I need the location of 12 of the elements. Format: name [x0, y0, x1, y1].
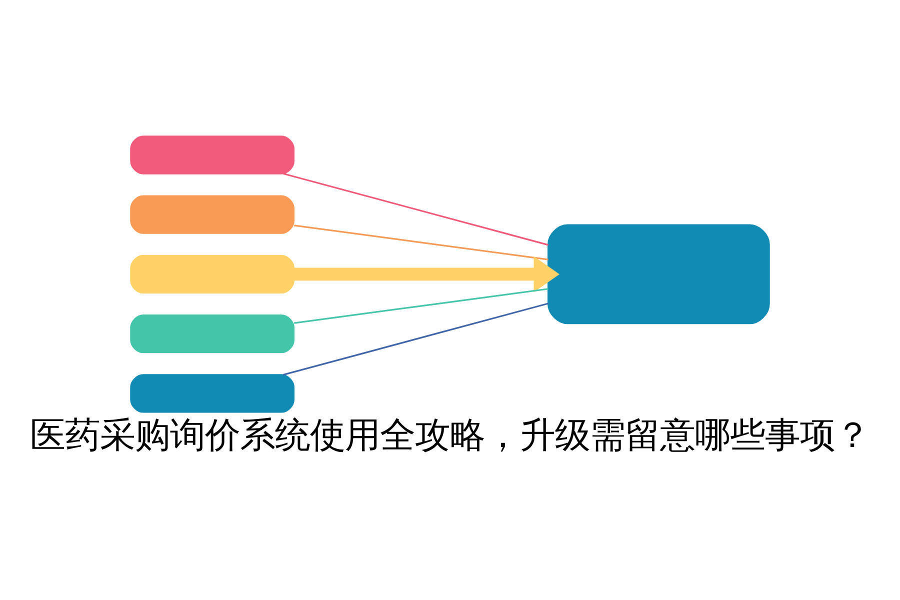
node-box — [548, 224, 770, 324]
connector — [282, 302, 548, 376]
node-box — [130, 195, 294, 234]
node-box — [130, 254, 294, 294]
connector — [282, 172, 548, 246]
arrow — [294, 256, 560, 292]
node-box — [130, 314, 294, 354]
caption: 医药采购询价系统使用全攻略，升级需留意哪些事项？ — [30, 414, 870, 456]
node-box — [130, 136, 294, 174]
connector — [294, 288, 548, 324]
node-box — [130, 374, 294, 413]
connector — [294, 224, 548, 260]
